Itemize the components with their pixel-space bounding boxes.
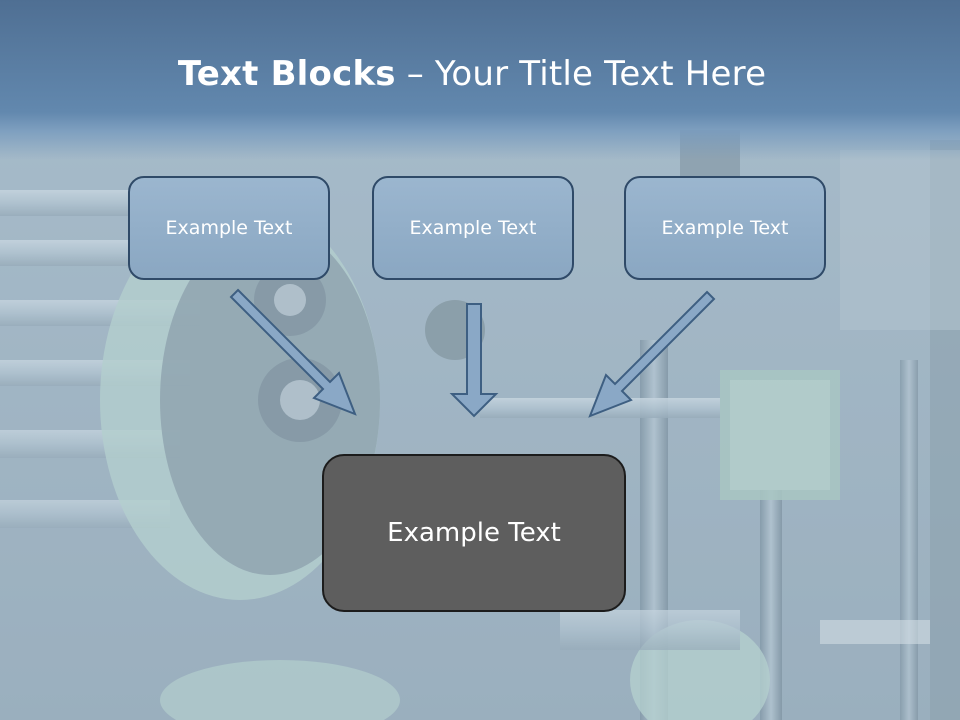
center-arrow-icon: [449, 303, 499, 418]
text-block-3-label: Example Text: [661, 217, 789, 239]
right-arrow-icon: [588, 290, 716, 418]
slide-title: Text Blocks – Your Title Text Here: [0, 54, 944, 94]
text-block-1-label: Example Text: [165, 217, 293, 239]
text-block-2-label: Example Text: [409, 217, 537, 239]
slide-title-rest: – Your Title Text Here: [395, 54, 767, 94]
title-band: [0, 0, 960, 160]
slide-title-bold: Text Blocks: [177, 54, 396, 94]
center-text-block-label: Example Text: [387, 518, 561, 548]
text-block-2[interactable]: Example Text: [372, 176, 574, 280]
text-block-1[interactable]: Example Text: [128, 176, 330, 280]
center-text-block[interactable]: Example Text: [322, 454, 626, 612]
left-arrow-icon: [229, 288, 357, 416]
text-block-3[interactable]: Example Text: [624, 176, 826, 280]
